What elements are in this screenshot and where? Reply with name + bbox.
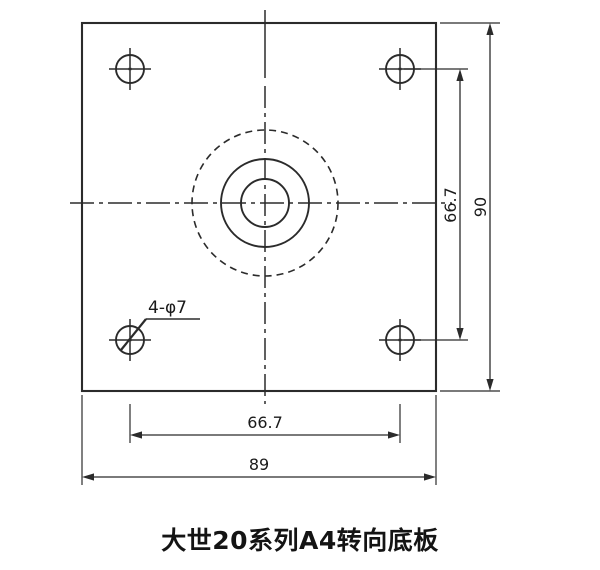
square-base-plate [80,21,438,393]
dimension-hole-spacing-horizontal [129,404,401,443]
boss-outer-dashed-circle [191,129,339,277]
dimension-hole-spacing-vertical [404,68,468,341]
drawing-title: 大世20系列A4转向底板 [161,526,439,555]
dimension-plate-height [440,22,500,392]
dimension-plate-width [81,395,437,485]
center-boss [191,129,339,277]
center-axis-lines [70,10,452,404]
boss-inner-circle [240,178,290,228]
hole-callout-leader-icon [120,318,200,351]
dimension-hole-spacing-horizontal-label: 66.7 [247,413,283,432]
hole-callout-label: 4-φ7 [148,298,187,318]
hole-top-left [109,48,151,90]
dimension-plate-width-label: 89 [249,455,269,474]
boss-middle-circle [220,158,310,248]
part-drawing-canvas: 4-φ7 66.7 90 6 [70,10,500,485]
dimension-plate-height-label: 90 [471,197,490,217]
dimension-hole-spacing-vertical-label: 66.7 [441,187,460,223]
